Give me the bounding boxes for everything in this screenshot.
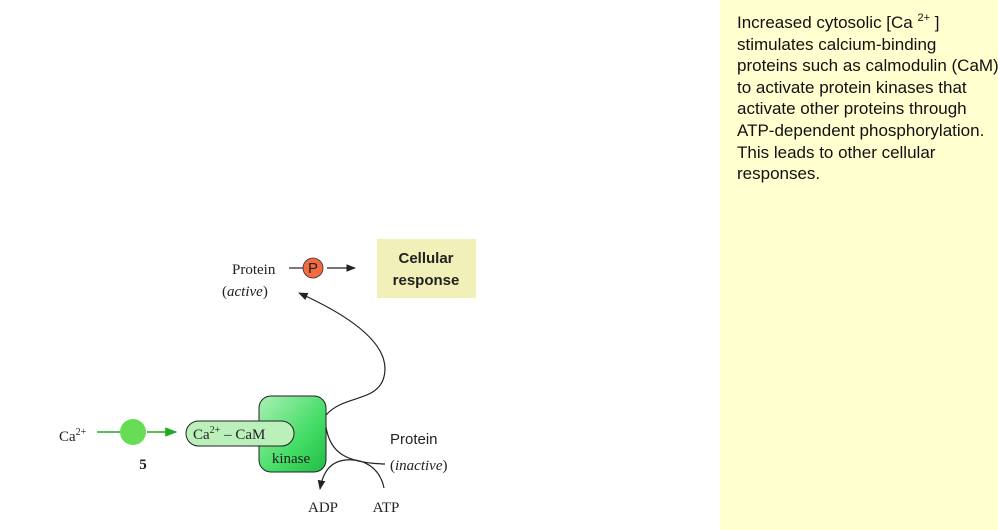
- activation-curve-arrow: [298, 292, 386, 416]
- adp-label: ADP: [308, 500, 338, 516]
- complex-label: Ca2+ – CaM: [193, 425, 265, 443]
- atp-to-adp-arrow: [317, 459, 385, 490]
- protein-inactive-state: (inactive): [390, 458, 447, 474]
- calcium-ion-circle: [120, 419, 146, 445]
- protein-inactive-label: Protein: [390, 431, 438, 448]
- caption-panel: Increased cytosolic [Ca 2+ ] stimulates …: [720, 0, 998, 530]
- calcium-ion-label: Ca2+: [59, 427, 87, 445]
- cellular-response-line1: Cellular: [398, 250, 453, 267]
- cellular-response-box: [377, 239, 476, 298]
- caption-text: Increased cytosolic [Ca 2+ ] stimulates …: [737, 12, 998, 184]
- atp-label: ATP: [373, 500, 400, 516]
- calcium-calmodulin-complex: [185, 420, 295, 447]
- kinase-label: kinase: [272, 451, 311, 467]
- phosphate-circle: [302, 257, 324, 279]
- inactive-protein-input-line: [325, 426, 386, 465]
- cellular-response-line2: response: [393, 272, 460, 289]
- step-number: 5: [139, 457, 147, 473]
- protein-active-label: Protein: [232, 262, 276, 278]
- signaling-diagram: Ca2+ 5 kinase Ca2+ – CaM ADP ATP Protein…: [59, 239, 476, 516]
- protein-active-state: (active): [222, 284, 268, 300]
- phosphate-label: P: [308, 260, 318, 277]
